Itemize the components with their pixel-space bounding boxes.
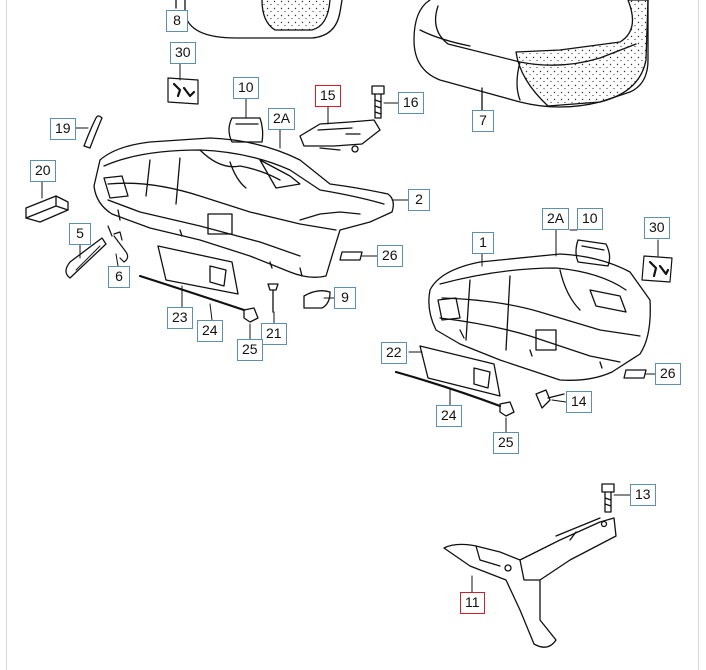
callout-26-left[interactable]: 26 bbox=[377, 245, 403, 267]
strap-part-5 bbox=[65, 237, 107, 279]
callout-16[interactable]: 16 bbox=[398, 92, 424, 114]
callout-2A-right[interactable]: 2A bbox=[542, 208, 570, 230]
callout-8[interactable]: 8 bbox=[166, 10, 188, 32]
callout-13[interactable]: 13 bbox=[630, 484, 656, 506]
callout-30-right[interactable]: 30 bbox=[644, 217, 670, 239]
pad-part-10-left bbox=[228, 117, 264, 143]
seat-frame-part-1 bbox=[428, 253, 651, 381]
callout-1[interactable]: 1 bbox=[472, 232, 494, 254]
callout-25-left[interactable]: 25 bbox=[237, 339, 263, 361]
callout-25-right[interactable]: 25 bbox=[493, 432, 519, 454]
trim-part-23 bbox=[157, 245, 239, 295]
pad-part-10-right bbox=[575, 239, 611, 267]
callout-10-right[interactable]: 10 bbox=[577, 208, 603, 230]
callout-30-left[interactable]: 30 bbox=[170, 42, 196, 64]
callout-15[interactable]: 15 bbox=[315, 85, 341, 107]
trim-part-22 bbox=[419, 345, 501, 397]
seat-cushion-part-8 bbox=[175, 0, 343, 39]
clip-part-25-left bbox=[243, 307, 259, 323]
label-part-30-left bbox=[167, 77, 199, 105]
callout-14[interactable]: 14 bbox=[566, 391, 592, 413]
callout-2A-left[interactable]: 2A bbox=[268, 108, 296, 130]
callout-6[interactable]: 6 bbox=[108, 266, 130, 288]
bolt-part-21 bbox=[267, 283, 279, 313]
callout-5[interactable]: 5 bbox=[69, 223, 91, 245]
screw-part-16 bbox=[371, 85, 385, 119]
callout-24-left[interactable]: 24 bbox=[197, 320, 223, 342]
label-part-30-right bbox=[641, 255, 673, 283]
pad-part-26-left bbox=[339, 251, 363, 261]
seat-frame-part-2 bbox=[93, 137, 394, 278]
wire-part-24-left bbox=[138, 274, 246, 312]
callout-2[interactable]: 2 bbox=[408, 189, 430, 211]
right-frame-border bbox=[698, 0, 699, 670]
clip-part-25-right bbox=[499, 401, 515, 417]
callout-23[interactable]: 23 bbox=[167, 307, 193, 329]
wire-part-24-right bbox=[394, 370, 502, 408]
bolt-part-14 bbox=[535, 389, 565, 409]
bracket-part-20 bbox=[25, 195, 69, 223]
bolt-part-13 bbox=[601, 483, 615, 513]
callout-7[interactable]: 7 bbox=[472, 110, 494, 132]
cap-part-9 bbox=[303, 290, 331, 309]
callout-24-right[interactable]: 24 bbox=[436, 405, 462, 427]
left-frame-border bbox=[6, 0, 7, 670]
callout-20[interactable]: 20 bbox=[30, 160, 56, 182]
callout-21[interactable]: 21 bbox=[261, 323, 287, 345]
callout-10-left[interactable]: 10 bbox=[233, 77, 259, 99]
leader-lines bbox=[41, 63, 659, 593]
callout-22[interactable]: 22 bbox=[381, 342, 407, 364]
rod-part-19 bbox=[83, 115, 103, 149]
seat-cushion-part-7 bbox=[413, 0, 649, 113]
callout-26-right[interactable]: 26 bbox=[655, 363, 681, 385]
bracket-part-15 bbox=[299, 119, 381, 153]
callout-19[interactable]: 19 bbox=[50, 118, 76, 140]
bracket-part-11 bbox=[443, 517, 617, 648]
callout-11[interactable]: 11 bbox=[460, 592, 485, 614]
clip-part-6 bbox=[107, 225, 129, 263]
pad-part-26-right bbox=[623, 369, 647, 379]
callout-9[interactable]: 9 bbox=[334, 287, 356, 309]
